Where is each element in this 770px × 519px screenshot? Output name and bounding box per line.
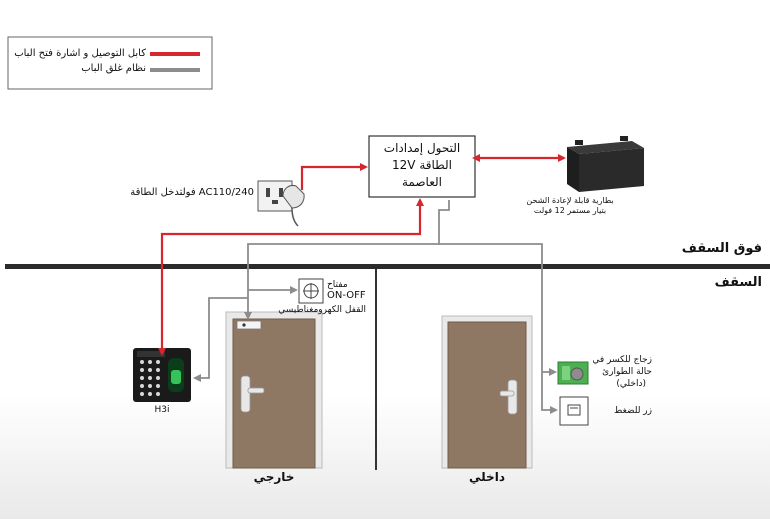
push-button-icon	[559, 396, 589, 426]
ceiling-line	[5, 264, 770, 269]
gray-wire-to-reader	[193, 297, 248, 382]
battery-icon	[567, 136, 644, 192]
power-supply-box	[368, 135, 476, 198]
break-glass-icon	[557, 361, 589, 385]
battery-label-line-2: بتيار مستمر 12 فولت	[533, 206, 607, 215]
switch-label-line-2: ON-OFF	[327, 290, 366, 301]
legend-label-gray: نظام غلق الباب	[81, 63, 146, 74]
break-glass-label-line-3: (داخلي)	[616, 379, 646, 389]
power-supply-line-3: العاصمة	[402, 175, 442, 189]
legend-box	[7, 36, 213, 90]
power-supply-line-1: التحول إمدادات	[383, 141, 461, 155]
inside-door-icon	[441, 315, 533, 469]
gray-wire-power-to-maglock	[244, 200, 450, 320]
gray-wire-to-push-button	[439, 243, 558, 414]
push-button-label: زر للضغط	[614, 406, 652, 416]
floor-shade	[0, 395, 770, 519]
legend-label-red: كابل التوصيل و اشارة فتح الباب	[14, 48, 146, 59]
outside-door-icon	[225, 311, 323, 469]
switch-icon	[298, 278, 324, 304]
red-wire-ac-to-power	[300, 163, 368, 190]
keypad-reader-icon	[133, 348, 191, 402]
red-wire-reader-to-power	[158, 198, 424, 356]
power-supply-line-2: الطاقة 12V	[392, 158, 452, 172]
maglock-label: القفل الكهرومغناطيسي	[278, 305, 366, 315]
reader-label: H3i	[154, 405, 170, 415]
break-glass-label-line-1: زجاج للكسر في	[592, 355, 652, 365]
ac-input-label: AC110/240 فولتدخل الطاقة	[130, 187, 254, 198]
above-ceiling-label: فوق السقف	[681, 241, 762, 256]
inside-door-label: داخلي	[469, 470, 505, 484]
break-glass-label-line-2: حالة الطوارئ	[602, 367, 652, 377]
ceiling-label: السقف	[714, 275, 762, 290]
switch-label-line-1: مفتاح	[327, 280, 348, 290]
outside-door-label: خارجي	[253, 470, 295, 484]
battery-label-line-1: بطارية قابلة لإعادة الشحن	[526, 196, 614, 205]
